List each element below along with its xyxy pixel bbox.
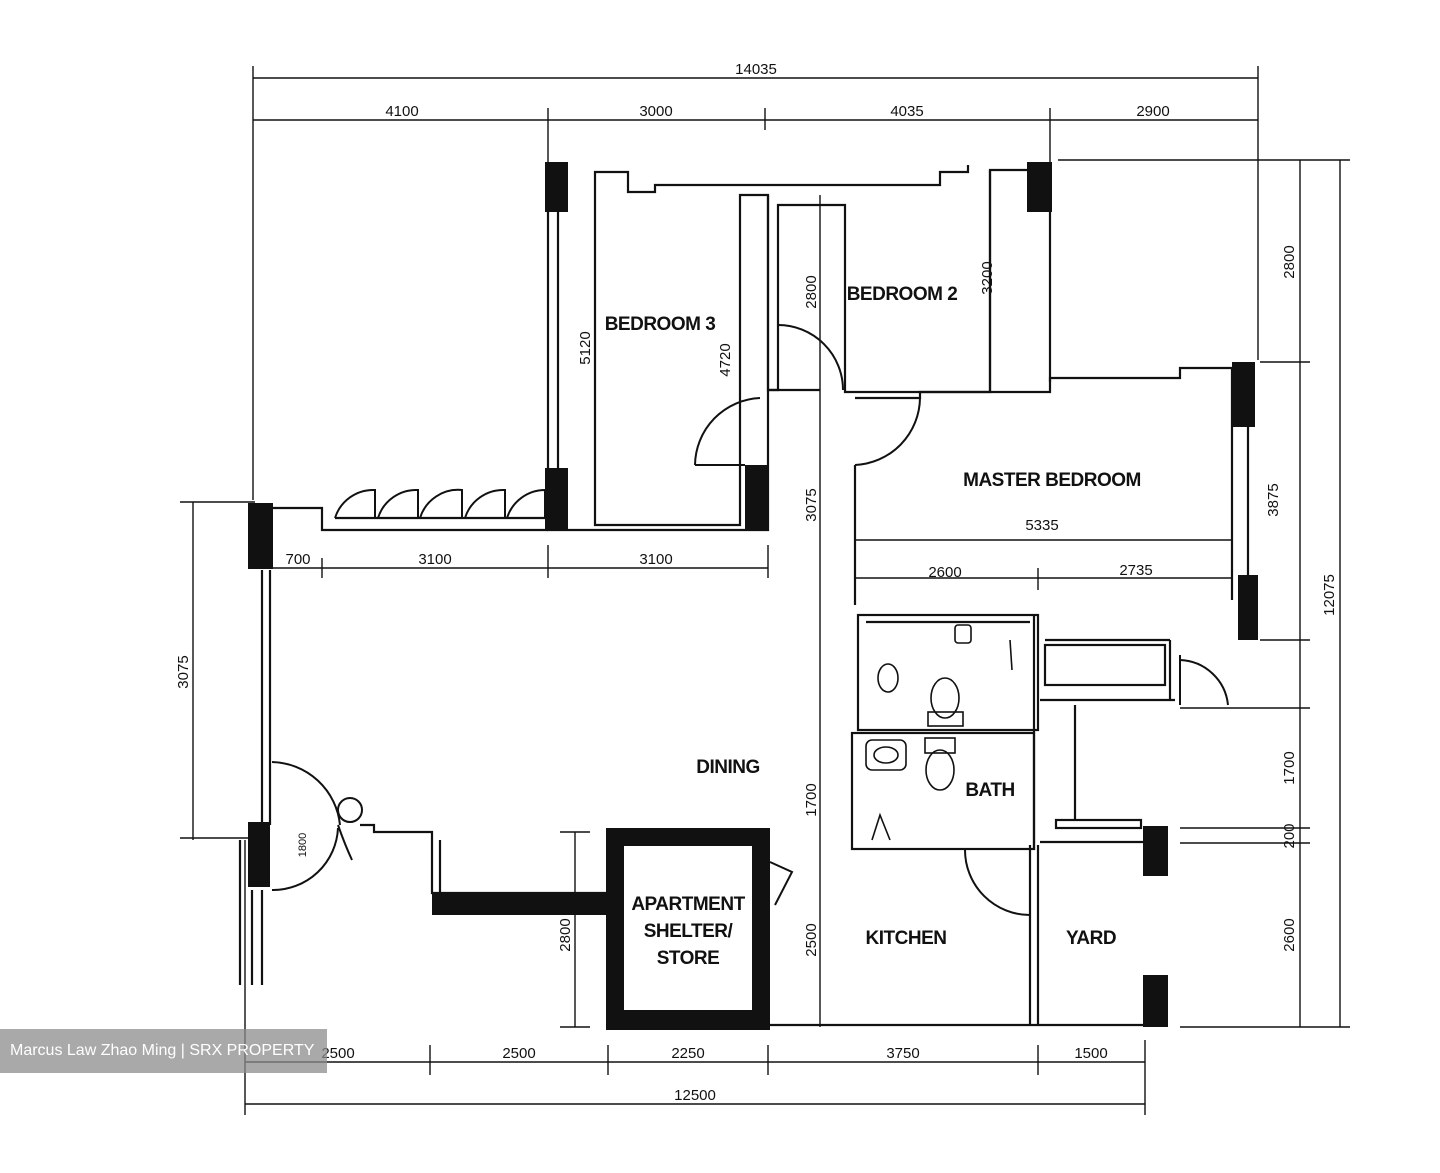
dim-left: 3075: [175, 655, 192, 688]
dim-bottom-total: 12500: [674, 1087, 716, 1104]
room-shelter-line2: SHELTER/: [644, 921, 734, 942]
dim-bottom-2: 2500: [502, 1045, 535, 1062]
dim-master-1: 2600: [928, 564, 961, 581]
dim-master-width: 5335: [1025, 517, 1058, 534]
dim-bedroom3-b: 4720: [717, 343, 734, 376]
room-yard: YARD: [1066, 928, 1116, 949]
dim-door: 1800: [297, 833, 309, 857]
sanitary-fixtures: [865, 624, 1013, 841]
dim-top-1: 4100: [385, 103, 418, 120]
dimension-labels: 14035 4100 3000 4035 2900 12500 2500 250…: [175, 61, 1338, 1104]
dim-corridor-1: 3075: [803, 488, 820, 521]
dim-bottom-3: 2250: [671, 1045, 704, 1062]
room-shelter-line3: STORE: [657, 948, 720, 969]
dim-bottom-1: 2500: [321, 1045, 354, 1062]
dim-bedroom3-a: 5120: [577, 331, 594, 364]
dim-top-total: 14035: [735, 61, 777, 78]
room-master: MASTER BEDROOM: [963, 470, 1141, 491]
dim-right-1: 2800: [1281, 245, 1298, 278]
dim-shelter: 2800: [557, 918, 574, 951]
watermark: Marcus Law Zhao Ming | SRX PROPERTY: [0, 1029, 327, 1073]
room-labels: BEDROOM 3 BEDROOM 2 MASTER BEDROOM DININ…: [605, 284, 1142, 969]
room-dining: DINING: [696, 757, 760, 778]
room-bedroom2: BEDROOM 2: [847, 284, 958, 305]
dim-right-5: 2600: [1281, 918, 1298, 951]
dim-right-2: 3875: [1265, 483, 1282, 516]
room-kitchen: KITCHEN: [866, 928, 947, 949]
structural-columns: [248, 162, 1258, 1030]
dim-living-2: 3100: [418, 551, 451, 568]
dim-corridor-3: 2500: [803, 923, 820, 956]
dim-bottom-4: 3750: [886, 1045, 919, 1062]
dim-living-3: 3100: [639, 551, 672, 568]
dim-bedroom2-a: 2800: [803, 275, 820, 308]
dim-right-4: 200: [1281, 823, 1298, 848]
dim-corridor-2: 1700: [803, 783, 820, 816]
dim-right-3: 1700: [1281, 751, 1298, 784]
dim-master-2: 2735: [1119, 562, 1152, 579]
dim-top-2: 3000: [639, 103, 672, 120]
dim-bottom-5: 1500: [1074, 1045, 1107, 1062]
dim-right-total: 12075: [1321, 574, 1338, 616]
walls: [238, 165, 1250, 1027]
dim-bedroom2-b: 3200: [979, 261, 996, 294]
room-shelter-line1: APARTMENT: [631, 894, 745, 915]
dim-top-3: 4035: [890, 103, 923, 120]
dim-living-1: 700: [285, 551, 310, 568]
room-bedroom3: BEDROOM 3: [605, 314, 716, 335]
dim-top-4: 2900: [1136, 103, 1169, 120]
room-bath: BATH: [965, 780, 1014, 801]
doors: [271, 324, 1229, 916]
